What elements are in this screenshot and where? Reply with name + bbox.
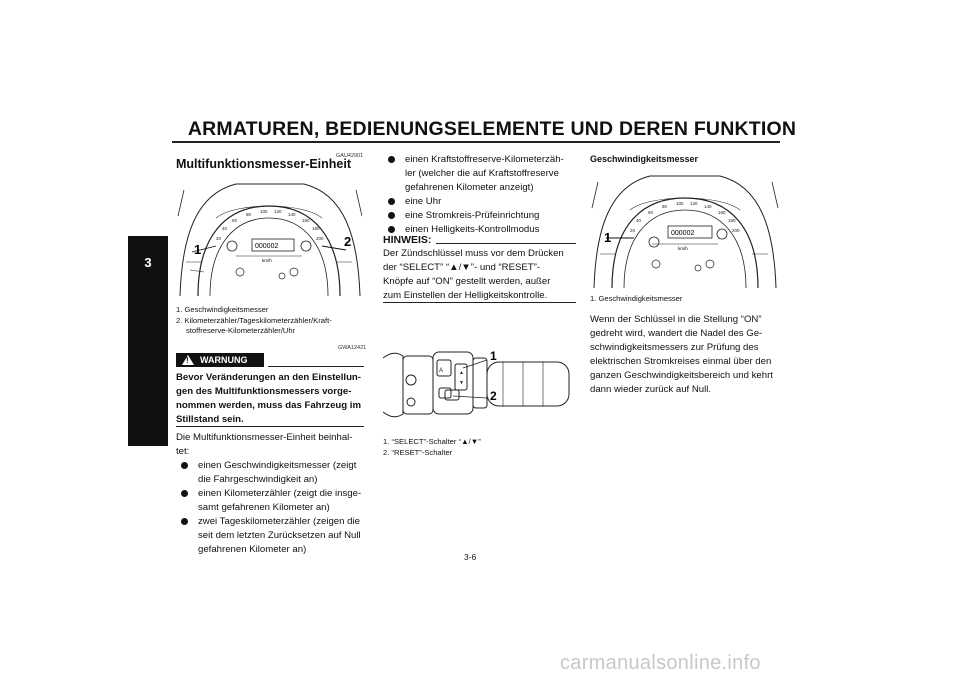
speedometer-heading: Geschwindigkeitsmesser (590, 154, 699, 164)
speed-unit: km/h (678, 246, 688, 251)
list-item: eine Uhr (383, 195, 579, 209)
scale-label: 40 (636, 218, 642, 223)
callout-1: 1 (604, 230, 611, 245)
scale-label: 140 (288, 212, 296, 217)
note-rule-bottom (383, 302, 576, 303)
speed-unit: km/h (262, 258, 272, 263)
scale-label: 100 (676, 201, 684, 206)
section-heading: Multifunktionsmesser-Einheit (176, 157, 352, 171)
figure-captions-2: 1. “SELECT”-Schalter “▲/▼” 2. “RESET”-Sc… (383, 437, 579, 458)
caption-line: 2. Kilometerzähler/Tageskilometerzähler/… (176, 315, 332, 325)
scale-label: 40 (222, 226, 228, 231)
title-rule (172, 141, 780, 143)
intro-line: tet: (176, 446, 190, 457)
watermark: carmanualsonline.info (560, 652, 761, 674)
scale-label: 120 (274, 209, 282, 214)
svg-text:▼: ▼ (459, 380, 464, 386)
figure-captions-1: 1. Geschwindigkeitsmesser 2. Kilometerzä… (176, 305, 364, 337)
scale-label: 200 (316, 236, 324, 241)
callout-1: 1 (490, 349, 497, 363)
scale-label: 80 (246, 212, 252, 217)
warning-line: gen des Multifunktionsmessers vorge- (176, 386, 352, 397)
dashboard-figure: 20 40 60 80 100 120 140 160 180 200 0000… (177, 183, 362, 297)
speed-scale: 20 40 60 80 100 120 140 160 180 200 (216, 209, 324, 241)
warning-triangle-icon: ! (182, 355, 194, 365)
warning-line: Bevor Veränderungen an den Einstellun- (176, 372, 361, 383)
scale-label: 160 (718, 210, 726, 215)
chapter-tab-number: 3 (144, 255, 152, 270)
chapter-tab (128, 236, 168, 446)
callout-2: 2 (344, 234, 351, 249)
warning-code: GWA12421 (338, 345, 367, 351)
scale-label: 180 (312, 226, 320, 231)
speedometer-figure: 20 40 60 80 100 120 140 160 180 200 0000… (591, 175, 779, 289)
odometer-readout: 000002 (255, 243, 278, 250)
warning-line: nommen werden, muss das Fahrzeug im (176, 400, 361, 411)
scale-label: 20 (630, 228, 636, 233)
warning-text: Bevor Veränderungen an den Einstellun- g… (176, 371, 368, 427)
caption-line: 1. “SELECT”-Schalter “▲/▼” (383, 437, 481, 446)
callout-2: 2 (490, 389, 497, 403)
warning-label-box: ! WARNUNG (176, 353, 264, 367)
page-title: ARMATUREN, BEDIENUNGSELEMENTE UND DEREN … (187, 118, 797, 140)
list-item: einen Helligkeits-Kontrollmodus (383, 223, 579, 237)
scale-label: 20 (216, 236, 222, 241)
odometer-readout: 000002 (671, 230, 694, 237)
note-title: HINWEIS: (383, 234, 432, 246)
scale-label: 120 (690, 201, 698, 206)
scale-label: 200 (732, 228, 740, 233)
list-item: einen Kraftstoffreserve-Kilometerzäh-ler… (383, 153, 579, 195)
scale-label: 180 (728, 218, 736, 223)
list-item: einen Kilometerzähler (zeigt die insge-s… (176, 487, 370, 515)
warning-line: Stillstand sein. (176, 414, 244, 425)
scale-label: 60 (648, 210, 654, 215)
intro-line: Die Multifunktionsmesser-Einheit beinhal… (176, 432, 353, 443)
speedometer-text: Wenn der Schlüssel in die Stellung “ON” … (590, 314, 773, 395)
scale-label: 160 (302, 218, 310, 223)
scale-label: 100 (260, 209, 268, 214)
scale-label: 80 (662, 204, 668, 209)
caption-line: stoffreserve-Kilometerzähler/Uhr (186, 326, 296, 335)
svg-text:A: A (439, 368, 443, 374)
feature-list-continued: einen Kraftstoffreserve-Kilometerzäh-ler… (383, 153, 579, 237)
warning-rule-bottom (176, 426, 364, 427)
figure-caption-3: 1. Geschwindigkeitsmesser (590, 294, 683, 303)
intro-text: Die Multifunktionsmesser-Einheit beinhal… (176, 431, 370, 557)
svg-text:▲: ▲ (459, 370, 464, 376)
handlebar-switch-figure: A ▲ ▼ 1 2 (383, 349, 570, 418)
section-code: GAU42901 (336, 153, 364, 159)
note-rule-top (436, 243, 576, 244)
page-number: 3-6 (464, 552, 477, 562)
warning-label: WARNUNG (200, 355, 248, 365)
callout-1: 1 (194, 242, 201, 257)
warning-rule-top (268, 366, 364, 367)
speed-scale: 20 40 60 80 100 120 140 160 180 200 (630, 201, 740, 233)
note-text: Der Zündschlüssel muss vor dem Drücken d… (383, 248, 564, 301)
scale-label: 140 (704, 204, 712, 209)
scale-label: 60 (232, 218, 238, 223)
list-item: eine Stromkreis-Prüfeinrichtung (383, 209, 579, 223)
caption-line: 1. Geschwindigkeitsmesser (176, 305, 269, 314)
gauge-illustration (177, 183, 362, 297)
caption-line: 2. “RESET”-Schalter (383, 447, 453, 457)
